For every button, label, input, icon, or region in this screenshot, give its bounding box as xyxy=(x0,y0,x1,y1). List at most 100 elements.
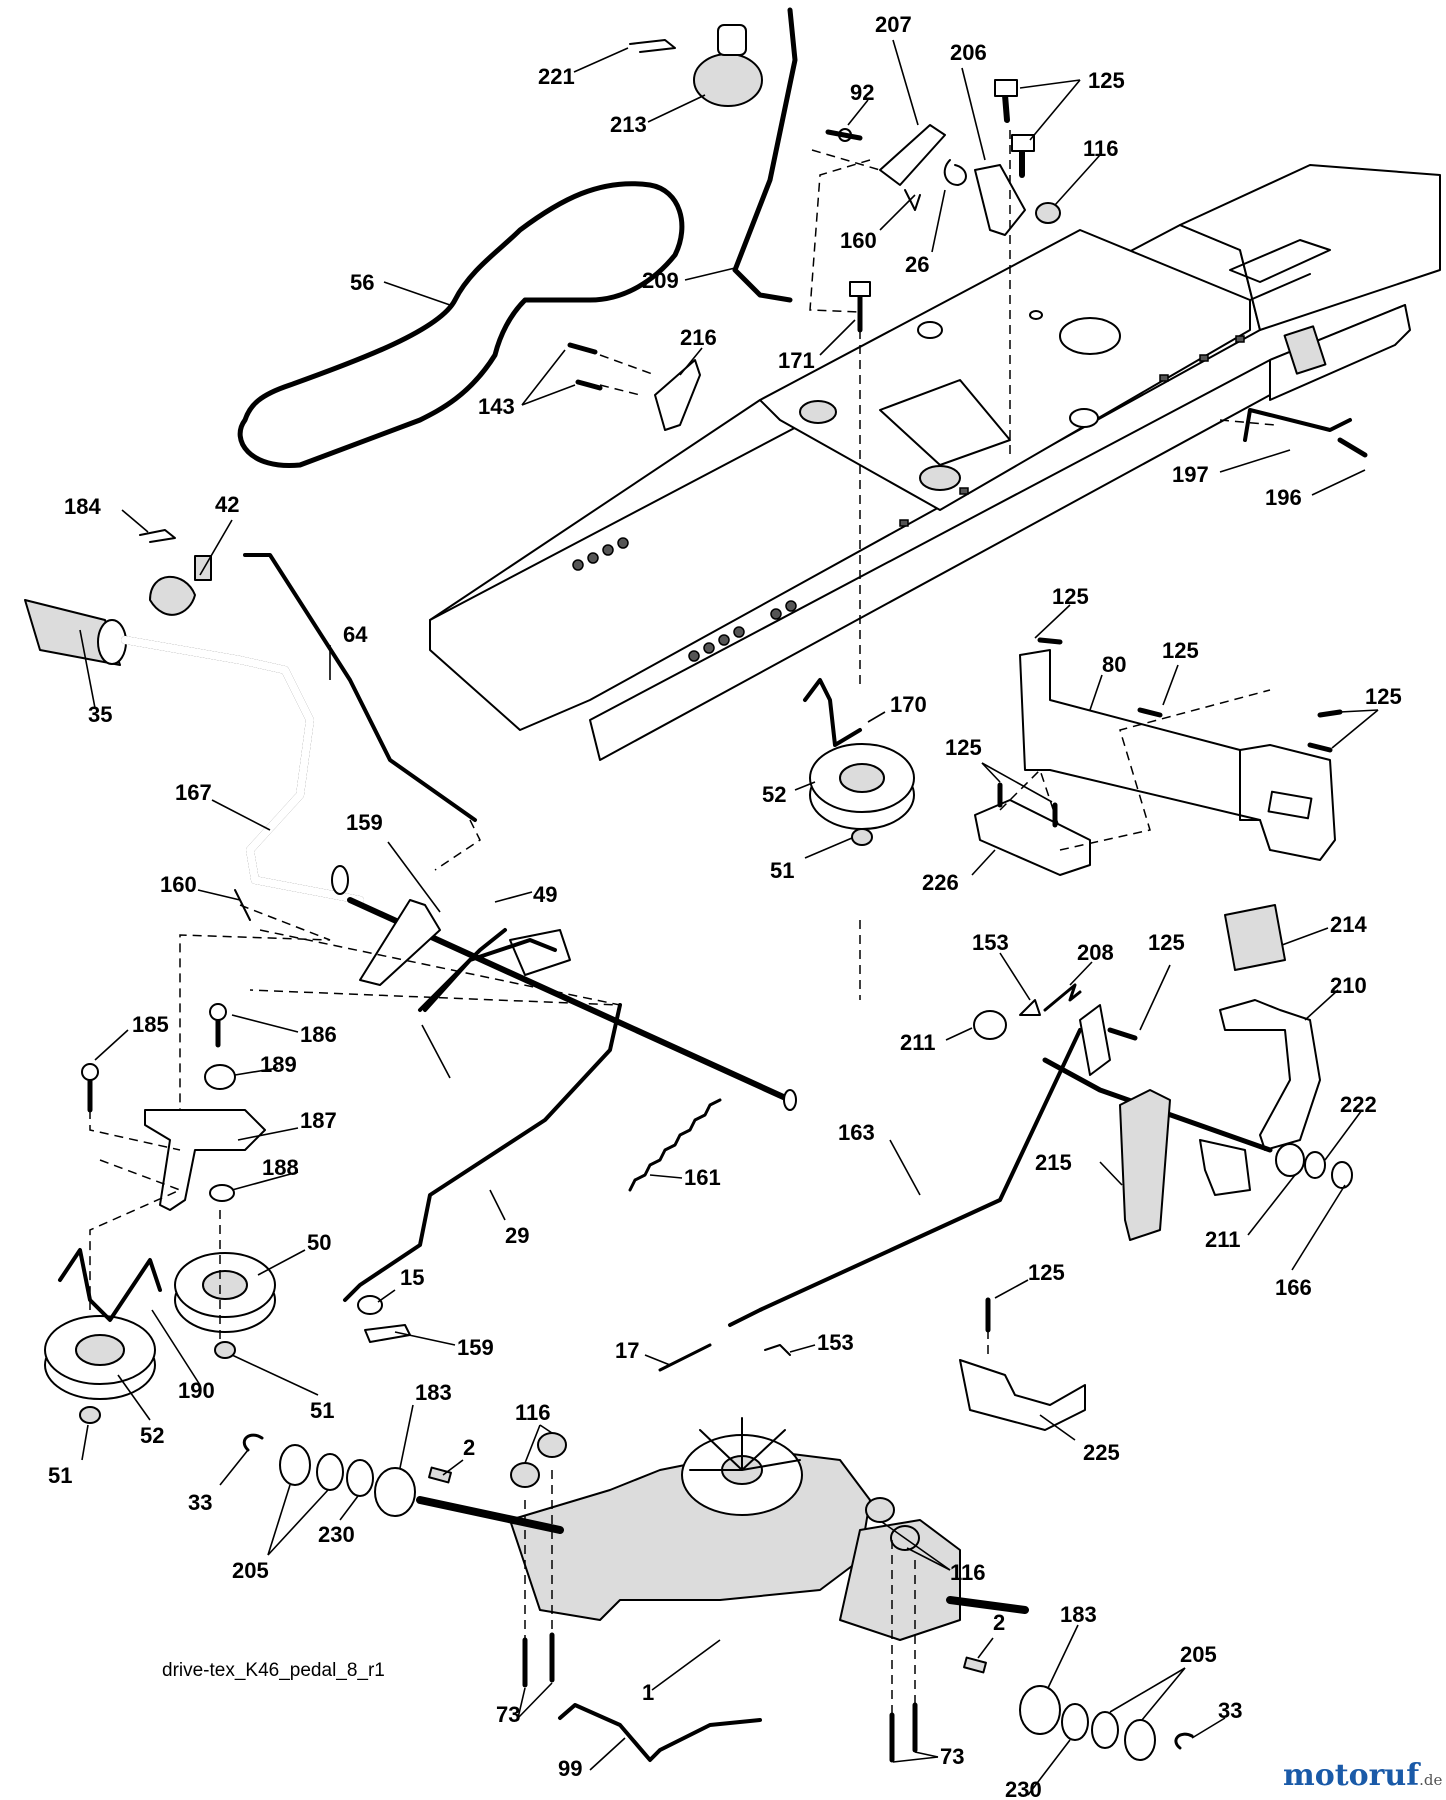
spring-170 xyxy=(803,678,862,747)
plate-225 xyxy=(959,1359,1086,1431)
part-label: 188 xyxy=(262,1155,299,1180)
washer-166 xyxy=(1331,1161,1353,1189)
bracket-167 xyxy=(359,899,441,986)
leader-lines xyxy=(79,39,1379,1796)
part-label: 189 xyxy=(260,1052,297,1077)
part-label: 209 xyxy=(642,268,679,293)
part-label: 207 xyxy=(875,12,912,37)
part-label: 92 xyxy=(850,80,874,105)
part-label: 160 xyxy=(840,228,877,253)
bracket-207 xyxy=(879,124,946,186)
part-label: 125 xyxy=(1162,638,1199,663)
part-label: 197 xyxy=(1172,462,1209,487)
part-label: 125 xyxy=(1148,930,1185,955)
clip-33-left xyxy=(242,1433,264,1452)
frame-chassis xyxy=(429,164,1441,761)
part-label: 153 xyxy=(817,1330,854,1355)
part-label: 215 xyxy=(1035,1150,1072,1175)
part-label: 196 xyxy=(1265,485,1302,510)
part-label: 210 xyxy=(1330,973,1367,998)
knob-213 xyxy=(693,53,763,107)
part-label: 80 xyxy=(1102,652,1126,677)
part-label: 205 xyxy=(1180,1642,1217,1667)
washer-205b xyxy=(316,1453,344,1491)
part-label: 230 xyxy=(1005,1777,1042,1800)
part-label: 50 xyxy=(307,1230,331,1255)
bearing-183-right xyxy=(1019,1685,1061,1735)
part-label: 183 xyxy=(1060,1602,1097,1627)
brand-suffix: .de xyxy=(1419,1771,1443,1789)
part-label: 205 xyxy=(232,1558,269,1583)
part-label: 143 xyxy=(478,394,515,419)
part-label: 116 xyxy=(515,1400,551,1425)
part-label: 216 xyxy=(680,325,717,350)
part-label: 64 xyxy=(343,622,368,647)
part-label: 153 xyxy=(972,930,1009,955)
washer-187 xyxy=(209,1184,235,1202)
bracket-216 xyxy=(654,359,701,431)
part-label: 183 xyxy=(415,1380,452,1405)
washer-230-left xyxy=(346,1459,374,1497)
washer-205c xyxy=(1091,1711,1119,1749)
clip-33-right xyxy=(1174,1732,1194,1750)
part-label: 2 xyxy=(463,1435,475,1460)
part-label: 221 xyxy=(538,64,575,89)
part-label: 214 xyxy=(1330,912,1367,937)
spring-17 xyxy=(658,1343,712,1372)
grip-42 xyxy=(24,599,127,666)
nut-116-top xyxy=(1035,202,1061,224)
part-label: 211 xyxy=(900,1030,936,1055)
part-label: 125 xyxy=(1052,584,1089,609)
part-label: 186 xyxy=(300,1022,337,1047)
drawing-id: drive-tex_K46_pedal_8_r1 xyxy=(162,1660,385,1681)
pedal-pad-214 xyxy=(1224,904,1286,971)
part-label: 15 xyxy=(400,1265,424,1290)
part-label: 230 xyxy=(318,1522,355,1547)
part-label: 51 xyxy=(48,1463,72,1488)
part-label: 125 xyxy=(1365,684,1402,709)
part-label: 73 xyxy=(496,1702,520,1727)
part-label: 208 xyxy=(1077,940,1114,965)
washer-205a xyxy=(279,1444,311,1486)
spring-161 xyxy=(628,1098,722,1192)
cover-215 xyxy=(1119,1089,1171,1241)
part-label: 206 xyxy=(950,40,987,65)
part-label: 33 xyxy=(1218,1698,1242,1723)
part-label: 163 xyxy=(838,1120,875,1145)
rod-99 xyxy=(558,1703,762,1762)
part-label: 99 xyxy=(558,1756,582,1781)
part-label: 159 xyxy=(346,810,383,835)
rod-35 xyxy=(243,553,477,822)
part-label: 35 xyxy=(88,702,112,727)
bushing-211-top xyxy=(973,1010,1007,1040)
rod-29 xyxy=(343,1003,622,1302)
washer-15 xyxy=(357,1295,383,1315)
knob-184 xyxy=(149,575,196,616)
rod-209 xyxy=(732,7,798,303)
brand-name: motoruf xyxy=(1283,1758,1420,1793)
part-label: 159 xyxy=(457,1335,494,1360)
part-label: 73 xyxy=(940,1744,964,1769)
spring-208 xyxy=(1043,983,1082,1012)
rod-197 xyxy=(1243,408,1352,442)
part-label: 56 xyxy=(350,270,374,295)
pulley-52-center xyxy=(809,743,915,830)
brand-logo[interactable]: motoruf.de xyxy=(1283,1758,1442,1793)
part-label: 187 xyxy=(300,1108,337,1133)
lever-64 xyxy=(121,636,364,904)
part-label: 167 xyxy=(175,780,212,805)
part-label: 125 xyxy=(945,735,982,760)
bearing-183-left xyxy=(374,1467,416,1517)
washer-222 xyxy=(1304,1151,1326,1179)
plate-189 xyxy=(144,1109,266,1211)
clip-221-top xyxy=(629,39,676,53)
part-label: 160 xyxy=(160,872,197,897)
part-label: 225 xyxy=(1083,1440,1120,1465)
part-label: 49 xyxy=(533,882,557,907)
part-label: 161 xyxy=(684,1165,721,1190)
pulley-50 xyxy=(174,1252,276,1333)
part-label: 52 xyxy=(762,782,786,807)
drive-belt xyxy=(237,181,685,469)
part-label: 51 xyxy=(310,1398,334,1423)
part-label: 190 xyxy=(178,1378,215,1403)
